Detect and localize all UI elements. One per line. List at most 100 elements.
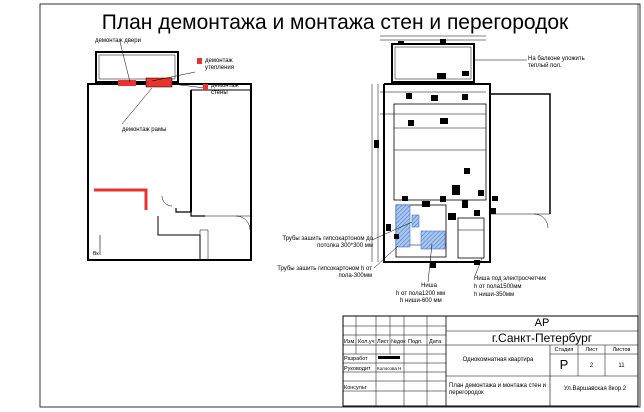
tb-sheets-header: Листов xyxy=(612,347,631,353)
left-step-wall xyxy=(175,208,205,217)
tb-address: Ул.Варшавская 8кор.2 xyxy=(563,386,627,392)
tag xyxy=(448,213,456,220)
tag xyxy=(408,120,414,126)
label-pipes-1: Трубы зашить гипсокартоном до потолка 30… xyxy=(282,236,373,249)
dimension-tags xyxy=(374,39,498,268)
tag xyxy=(452,185,460,195)
left-bath-wall xyxy=(157,216,201,260)
right-floor-plan xyxy=(371,35,551,263)
tb-sheet-value: 2 xyxy=(589,363,594,369)
leader-door xyxy=(119,41,131,83)
title-block-lines xyxy=(342,315,639,407)
tag xyxy=(437,73,446,79)
tb-sheets-value: 11 xyxy=(618,363,625,369)
title-block-frame xyxy=(342,315,639,407)
label-niche-1-title: Ниша xyxy=(421,283,437,289)
sheet-frame xyxy=(39,3,641,408)
right-leaders xyxy=(371,59,527,283)
tag xyxy=(478,190,484,196)
tag xyxy=(440,196,446,202)
label-pipes-2: Трубы зашить гипсокартоном h от пола-300… xyxy=(277,266,372,279)
tb-code: АР xyxy=(534,317,550,329)
right-door-arc xyxy=(533,213,549,229)
tag xyxy=(474,260,480,265)
leader-pipes-2 xyxy=(373,245,399,269)
label-niche-2-floor: h от пола1500мм xyxy=(474,284,522,290)
leader-niche-2 xyxy=(474,257,483,277)
new-partition-hatch-2 xyxy=(420,230,446,250)
tb-supervisor-name: Колосова Н xyxy=(377,366,402,371)
tag xyxy=(462,200,468,208)
tag xyxy=(394,234,399,239)
demolition-partition-red xyxy=(94,188,148,210)
tag xyxy=(422,201,430,207)
label-niche-2-title: Ниша под электросчетчик xyxy=(474,276,547,282)
tag xyxy=(386,224,391,231)
tag xyxy=(462,94,468,100)
left-leaders xyxy=(119,41,206,125)
right-balcony xyxy=(391,43,475,83)
left-bath-detail xyxy=(199,229,209,261)
tb-col-date: Дата xyxy=(429,339,442,345)
tag xyxy=(374,140,379,148)
tag xyxy=(462,71,469,76)
left-door-arc-2 xyxy=(161,195,173,207)
label-niche-2-height: h ниши-350мм xyxy=(474,292,515,298)
tag xyxy=(490,208,496,214)
tag xyxy=(402,196,408,201)
leader-heating xyxy=(151,71,196,82)
tb-col-podp: Подп. xyxy=(408,339,423,345)
drawing-title: План демонтажа и монтажа стен и перегоро… xyxy=(101,11,569,34)
tb-stage-header: Стадия xyxy=(554,347,574,353)
label-niche-1-floor: h от пола1200 мм xyxy=(396,291,446,297)
demolition-heating-red xyxy=(118,80,136,86)
right-second-room xyxy=(490,93,551,214)
demolition-wall-red xyxy=(145,77,173,88)
tb-col-list: Лист xyxy=(377,339,389,345)
tb-role-consultant: Консульт xyxy=(344,385,367,391)
tb-city: г.Санкт-Петербург xyxy=(491,331,593,345)
tag xyxy=(431,95,438,101)
leader-pipes-1 xyxy=(371,221,413,241)
leader-wall xyxy=(171,83,206,89)
tag xyxy=(492,196,498,201)
tag xyxy=(474,210,480,216)
tag xyxy=(406,93,412,99)
left-balcony xyxy=(95,51,179,83)
tag xyxy=(464,168,470,174)
label-demolish-frame: демонтаж рамы xyxy=(122,127,167,133)
left-outer-wall xyxy=(87,83,252,261)
right-balcony-inner xyxy=(394,46,472,80)
tag xyxy=(440,39,446,43)
label-demolish-door: демонтаж двери xyxy=(95,38,141,44)
tag xyxy=(440,118,448,124)
tb-role-developer: Разработ xyxy=(344,356,368,362)
leader-niche-1 xyxy=(427,243,433,283)
label-demolish-heating: демонтаж утепления xyxy=(205,58,235,71)
tb-object: Однокомнатная квартира xyxy=(462,357,534,363)
tb-stage-value: Р xyxy=(559,357,569,372)
tb-sheet-header: Лист xyxy=(585,347,598,353)
label-balcony-note: На балконе уложить теплый пол. xyxy=(528,56,585,69)
legend-red-1 xyxy=(197,58,202,64)
right-hall xyxy=(457,217,485,259)
left-door-arc xyxy=(235,215,251,231)
right-outer-wall xyxy=(383,83,491,263)
developer-signature xyxy=(378,356,400,359)
tb-role-supervisor: Руководит xyxy=(344,366,371,372)
tb-col-kol: Кол.уч xyxy=(358,339,375,345)
tb-col-doc: №док xyxy=(391,339,406,345)
legend-red-2 xyxy=(203,84,208,90)
new-partition-hatch-3 xyxy=(411,214,420,228)
label-mark: Вк xyxy=(93,251,99,257)
tag xyxy=(430,262,436,268)
tb-col-izm: Изм. xyxy=(344,339,356,345)
leader-frame xyxy=(121,87,153,125)
label-niche-1-height: h ниши-600 мм xyxy=(400,298,442,304)
label-demolish-wall: демонтаж стены xyxy=(211,83,239,96)
tag xyxy=(398,41,404,45)
left-balcony-inner xyxy=(98,54,176,80)
tb-drawing-title: План демонтажа и монтажа стен и перегоро… xyxy=(449,383,546,396)
